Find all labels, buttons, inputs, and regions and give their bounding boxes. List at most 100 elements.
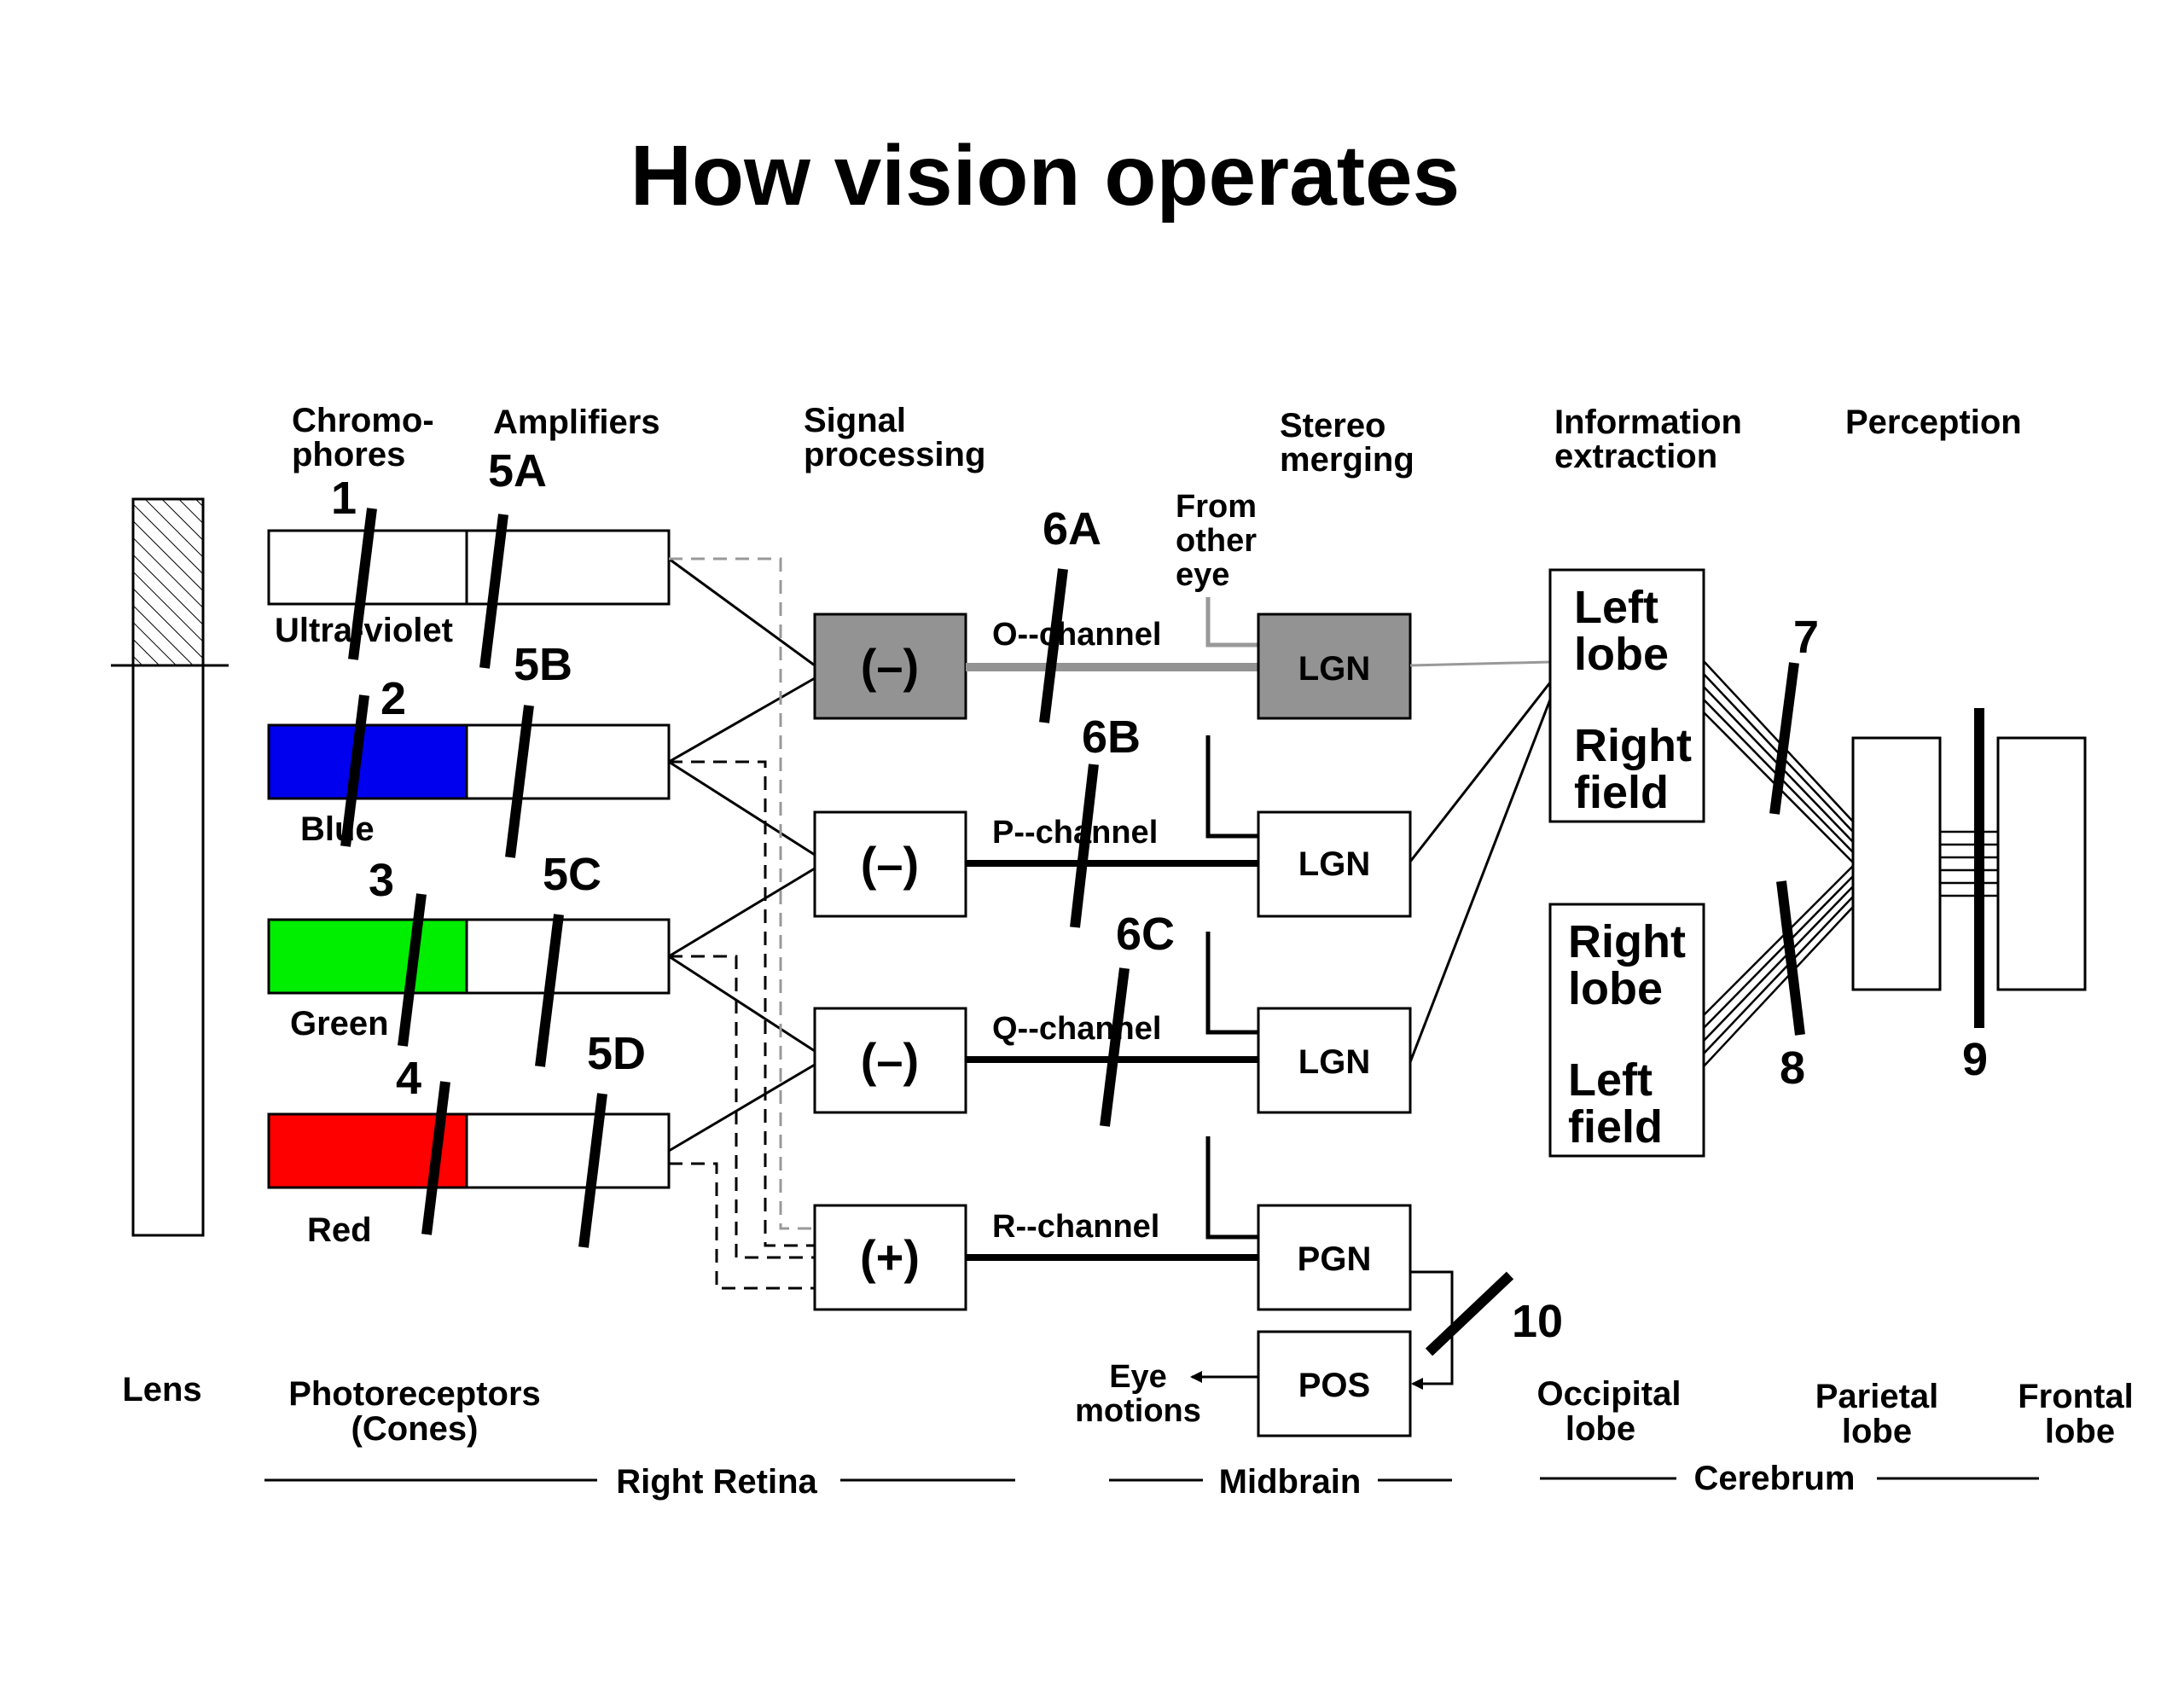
cone-blue — [267, 723, 671, 800]
bottom-label-lens: Lens — [122, 1371, 201, 1408]
svg-text:(–): (–) — [861, 1033, 919, 1087]
lobe-box-lower: Right lobe Left field — [1548, 903, 1705, 1158]
bottom-label-parietal-2: lobe — [1842, 1413, 1912, 1450]
processor-q: (–) — [813, 1007, 967, 1114]
lesion-number-3: 3 — [369, 855, 394, 906]
from-other-eye-3: eye — [1176, 557, 1229, 593]
channel-label-o: O--channel — [992, 617, 1161, 653]
bottom-label-frontal-1: Frontal — [2018, 1378, 2134, 1415]
region-label-retina: Right Retina — [616, 1463, 817, 1501]
svg-text:PGN: PGN — [1298, 1240, 1372, 1278]
bottom-label-photoreceptors-1: Photoreceptors — [288, 1375, 541, 1413]
svg-text:(+): (+) — [860, 1230, 920, 1284]
header-stereo-merging-2: merging — [1280, 441, 1414, 479]
svg-text:(–): (–) — [861, 837, 919, 891]
lens — [111, 497, 229, 1237]
eye-motions-1: Eye — [1109, 1359, 1167, 1395]
lesion-mark-5c — [535, 914, 564, 1067]
processor-r: (+) — [813, 1204, 967, 1311]
cone-label-ultraviolet: Ultra-violet — [275, 612, 453, 649]
lesion-mark-6c — [1100, 967, 1130, 1127]
lesion-mark-8 — [1776, 880, 1805, 1036]
lobe-box-upper: Left lobe Right field — [1548, 568, 1705, 823]
eye-motions-2: motions — [1075, 1393, 1201, 1429]
svg-text:lobe: lobe — [1574, 629, 1669, 680]
pos-box: POS — [1257, 1330, 1412, 1437]
svg-text:(–): (–) — [861, 639, 919, 693]
lesion-number-2: 2 — [380, 673, 406, 724]
header-information-extraction-2: extraction — [1554, 438, 1717, 475]
cone-green — [267, 918, 671, 995]
header-chromophores-2: phores — [292, 436, 405, 473]
lesion-mark-6a — [1039, 568, 1068, 723]
lgn-box-p: LGN — [1257, 810, 1412, 918]
header-signal-processing-2: processing — [804, 436, 985, 473]
region-label-cerebrum: Cerebrum — [1694, 1460, 1856, 1497]
svg-text:field: field — [1568, 1101, 1663, 1153]
lesion-number-6a: 6A — [1043, 503, 1101, 555]
other-eye-inputs — [1205, 735, 1258, 1240]
svg-text:LGN: LGN — [1298, 650, 1370, 688]
processor-p: (–) — [813, 810, 967, 918]
lesion-mark-3 — [398, 893, 427, 1047]
svg-text:lobe: lobe — [1568, 963, 1663, 1014]
channel-label-p: P--channel — [992, 815, 1158, 851]
cone-label-blue: Blue — [300, 810, 375, 848]
from-other-eye-2: other — [1176, 523, 1257, 559]
svg-text:LGN: LGN — [1298, 1043, 1370, 1081]
bottom-label-parietal-1: Parietal — [1815, 1378, 1939, 1415]
cone-label-green: Green — [290, 1005, 389, 1042]
svg-text:Left: Left — [1574, 582, 1658, 633]
bottom-label-occipital-2: lobe — [1565, 1410, 1635, 1448]
lgn-box-q: LGN — [1257, 1007, 1412, 1114]
lesion-number-6c: 6C — [1116, 909, 1175, 960]
frontal-box — [1996, 736, 2087, 991]
region-label-midbrain: Midbrain — [1219, 1463, 1362, 1501]
lesion-number-5b: 5B — [514, 639, 572, 690]
cone-to-processor-connections — [668, 557, 816, 1153]
lesion-mark-5b — [505, 705, 534, 858]
lesion-number-5d: 5D — [587, 1028, 646, 1079]
from-other-eye-line — [1205, 597, 1258, 648]
lesion-number-6b: 6B — [1082, 711, 1141, 763]
lesion-number-10: 10 — [1512, 1296, 1563, 1347]
svg-text:Left: Left — [1568, 1054, 1653, 1106]
lesion-marks — [340, 508, 1984, 1356]
lesion-number-5c: 5C — [543, 849, 601, 900]
lesion-mark-4 — [421, 1081, 450, 1235]
svg-text:Right: Right — [1568, 916, 1686, 967]
lgn-box-o: LGN — [1257, 613, 1412, 720]
lesion-number-8: 8 — [1780, 1042, 1805, 1094]
lesion-mark-10 — [1425, 1271, 1514, 1356]
lesion-mark-5d — [578, 1093, 607, 1248]
lesion-number-7: 7 — [1793, 612, 1819, 663]
parietal-to-frontal-fibers — [1940, 830, 1998, 897]
header-perception: Perception — [1845, 404, 2022, 441]
lgn-to-lobe-connections — [1409, 660, 1552, 1063]
r-channel-dashed-connections — [669, 557, 815, 1290]
lesion-mark-2 — [340, 694, 369, 847]
header-stereo-merging-1: Stereo — [1280, 407, 1386, 444]
cone-label-red: Red — [307, 1211, 372, 1249]
lesion-mark-5a — [479, 514, 508, 669]
svg-text:Right: Right — [1574, 720, 1692, 771]
lesion-mark-6b — [1070, 764, 1099, 928]
lobe-to-parietal-fibers — [1703, 660, 1854, 1067]
region-brackets — [264, 1477, 2039, 1482]
lesion-number-4: 4 — [396, 1053, 421, 1104]
svg-text:POS: POS — [1298, 1367, 1370, 1404]
bottom-label-occipital-1: Occipital — [1537, 1375, 1682, 1413]
svg-text:LGN: LGN — [1298, 845, 1370, 883]
bottom-label-photoreceptors-2: (Cones) — [351, 1410, 479, 1448]
cone-ultraviolet — [267, 529, 671, 606]
channel-label-q: Q--channel — [992, 1011, 1161, 1047]
svg-text:field: field — [1574, 767, 1669, 818]
from-other-eye-1: From — [1176, 489, 1257, 525]
processor-o: (–) — [813, 613, 967, 720]
header-signal-processing-1: Signal — [804, 402, 906, 439]
header-chromophores-1: Chromo- — [292, 402, 434, 439]
bottom-label-frontal-2: lobe — [2045, 1413, 2115, 1450]
lesion-number-1: 1 — [331, 473, 357, 524]
page-title: How vision operates — [630, 128, 1460, 224]
